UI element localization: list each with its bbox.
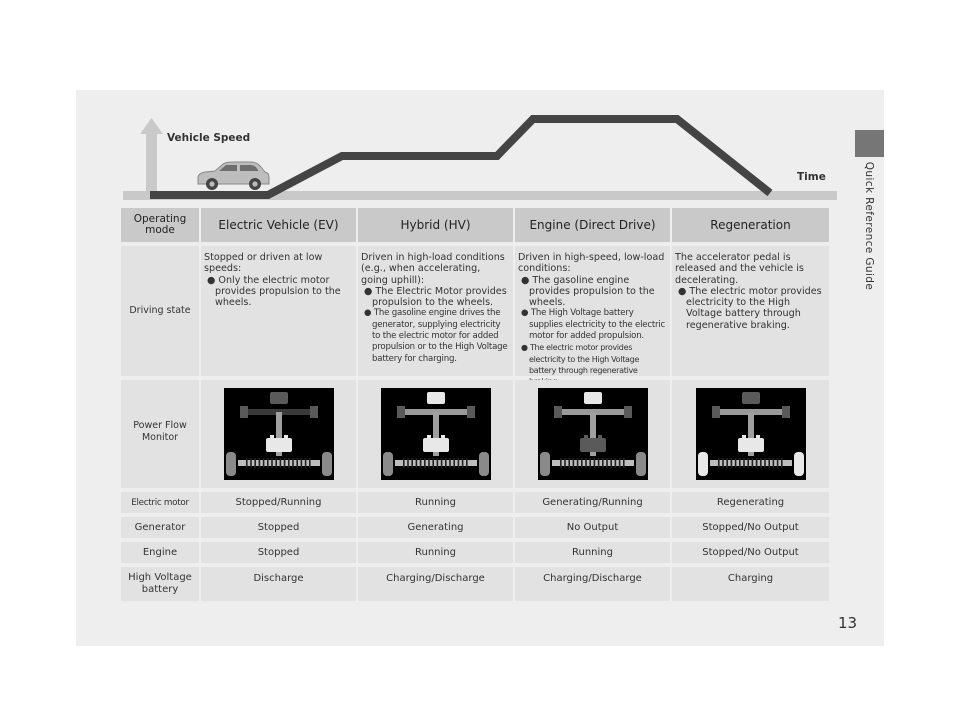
power-flow-label-1: Power Flow xyxy=(133,420,187,431)
hv-intro: Driven in high-load conditions (e.g., wh… xyxy=(361,252,505,286)
electric-motor-engine: Generating/Running xyxy=(515,492,670,513)
driving-state-hv: Driven in high-load conditions (e.g., wh… xyxy=(358,246,513,376)
hv-bullet-1: ● The Electric Motor provides propulsion… xyxy=(364,285,507,309)
engine-ev: Stopped xyxy=(201,542,356,563)
driving-state-label: Driving state xyxy=(121,246,199,376)
vehicle-speed-label: Vehicle Speed xyxy=(167,132,251,144)
engine-label: Engine xyxy=(121,542,199,563)
generator-label: Generator xyxy=(121,517,199,538)
engine-row: Engine Stopped Running Running Stopped/N… xyxy=(121,542,829,563)
ev-bullet-1: ● Only the electric motor provides propu… xyxy=(207,274,341,309)
engine-bullet-2: ● The High Voltage battery supplies elec… xyxy=(521,308,666,342)
hv-battery-row: High Voltage battery Discharge Charging/… xyxy=(121,567,829,601)
generator-engine: No Output xyxy=(515,517,670,538)
engine-intro: Driven in high-speed, low-load condition… xyxy=(518,252,665,275)
electric-motor-regen: Regenerating xyxy=(672,492,829,513)
generator-regen: Stopped/No Output xyxy=(672,517,829,538)
power-flow-monitor-engine xyxy=(537,388,648,480)
operating-mode-table: Operating mode Electric Vehicle (EV) Hyb… xyxy=(121,208,829,605)
car-icon xyxy=(197,161,270,190)
electric-motor-row: Electric motor Stopped/Running Running G… xyxy=(121,492,829,513)
power-flow-label-2: Monitor xyxy=(141,432,179,443)
table-header-row: Operating mode Electric Vehicle (EV) Hyb… xyxy=(121,208,829,242)
hv-battery-hv: Charging/Discharge xyxy=(358,567,513,601)
header-hv: Hybrid (HV) xyxy=(358,208,513,242)
speed-axis xyxy=(146,132,157,194)
power-flow-regen-cell xyxy=(672,380,829,488)
driving-state-engine: Driven in high-speed, low-load condition… xyxy=(515,246,670,386)
hv-battery-regen: Charging xyxy=(672,567,829,601)
driving-state-regen: The accelerator pedal is released and th… xyxy=(672,246,829,376)
engine-engine: Running xyxy=(515,542,670,563)
regen-bullet-1: ● The electric motor provides electricit… xyxy=(678,285,822,331)
generator-hv: Generating xyxy=(358,517,513,538)
power-flow-ev-cell xyxy=(201,380,356,488)
driving-state-ev: Stopped or driven at low speeds: ● Only … xyxy=(201,246,356,376)
power-flow-engine-cell xyxy=(515,380,670,488)
engine-regen: Stopped/No Output xyxy=(672,542,829,563)
power-flow-monitor-regen xyxy=(695,388,806,480)
speed-profile-line xyxy=(150,115,773,199)
hv-bullet-2: ● The gasoline engine drives the generat… xyxy=(364,308,508,364)
hv-battery-engine: Charging/Discharge xyxy=(515,567,670,601)
header-operating-mode: Operating mode xyxy=(121,208,199,242)
section-tab-marker xyxy=(855,130,884,157)
time-label: Time xyxy=(797,171,826,183)
hv-battery-ev: Discharge xyxy=(201,567,356,601)
electric-motor-hv: Running xyxy=(358,492,513,513)
header-regeneration: Regeneration xyxy=(672,208,829,242)
time-axis xyxy=(123,191,837,200)
power-flow-hv-cell xyxy=(358,380,513,488)
engine-bullet-1: ● The gasoline engine provides propulsio… xyxy=(521,274,655,309)
power-flow-monitor-hv xyxy=(380,388,491,480)
speed-axis-arrow xyxy=(140,118,163,134)
speed-time-diagram xyxy=(123,115,837,200)
ev-intro: Stopped or driven at low speeds: xyxy=(204,252,323,275)
page-number: 13 xyxy=(838,614,858,632)
power-flow-monitor-ev xyxy=(223,388,334,480)
electric-motor-label: Electric motor xyxy=(121,492,199,513)
engine-hv: Running xyxy=(358,542,513,563)
generator-ev: Stopped xyxy=(201,517,356,538)
electric-motor-ev: Stopped/Running xyxy=(201,492,356,513)
regen-intro: The accelerator pedal is released and th… xyxy=(675,252,804,286)
generator-row: Generator Stopped Generating No Output S… xyxy=(121,517,829,538)
header-engine-direct: Engine (Direct Drive) xyxy=(515,208,670,242)
header-ev: Electric Vehicle (EV) xyxy=(201,208,356,242)
hv-battery-label: High Voltage battery xyxy=(121,567,199,601)
driving-state-row: Driving state Stopped or driven at low s… xyxy=(121,246,829,386)
